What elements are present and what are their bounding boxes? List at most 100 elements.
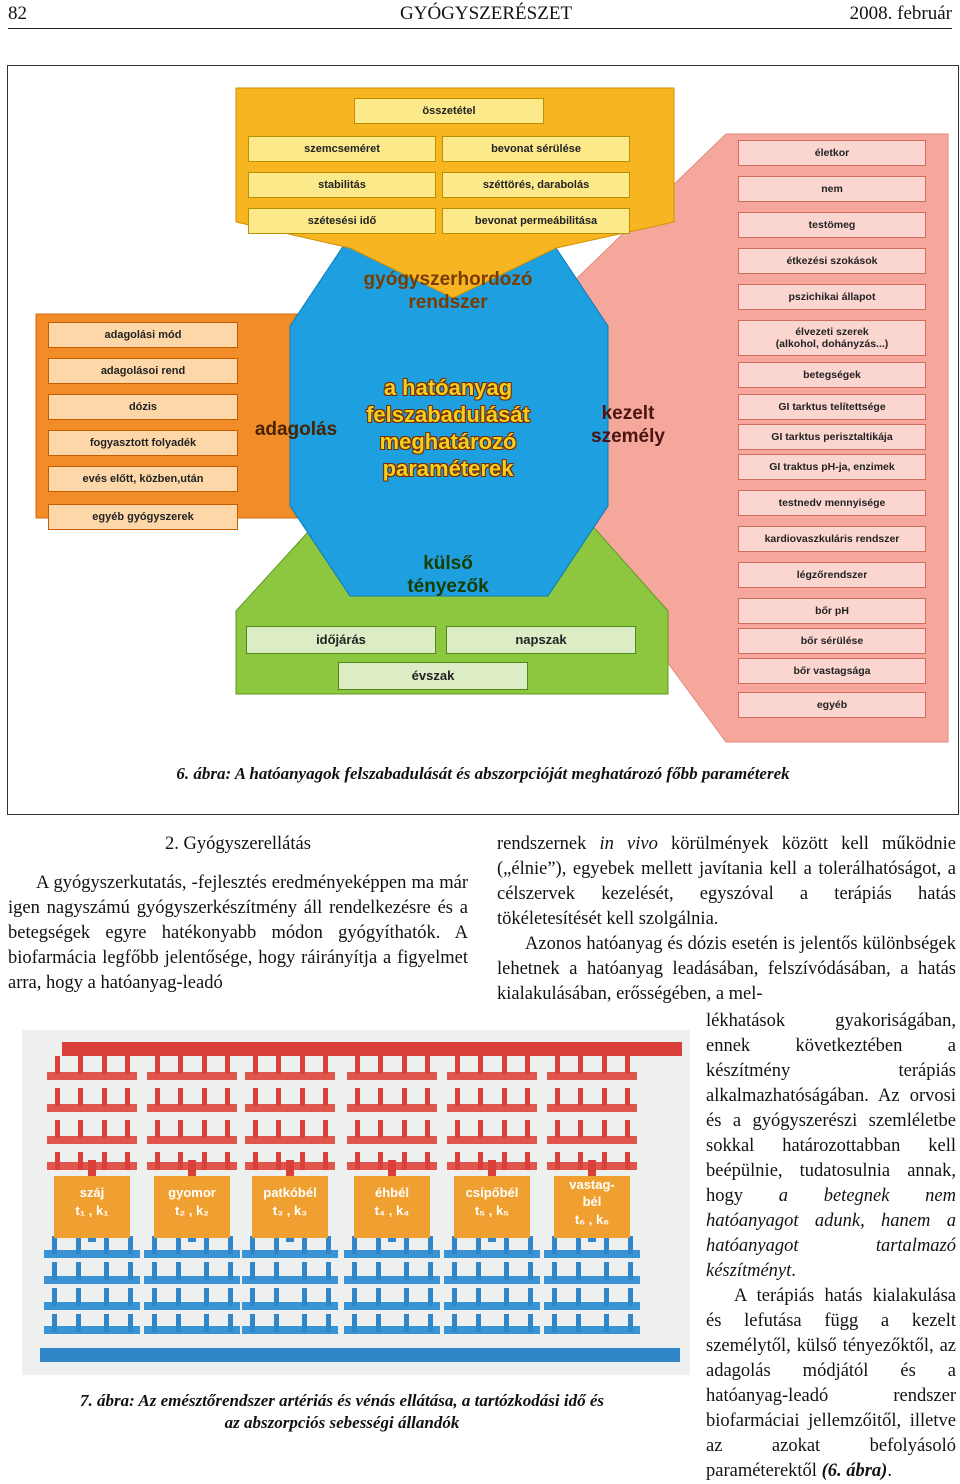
artery-drop xyxy=(588,1160,596,1176)
venous-tree xyxy=(40,1230,680,1362)
vein-twig xyxy=(104,1262,109,1280)
center-line-2: felszabadulását xyxy=(366,402,530,427)
vein-branch xyxy=(344,1302,440,1310)
label-szemely: személy xyxy=(591,426,665,447)
artery-twig xyxy=(425,1152,430,1170)
artery-twig xyxy=(276,1120,281,1138)
artery-branch xyxy=(147,1072,237,1080)
vein-twig xyxy=(152,1314,157,1332)
vein-twig xyxy=(476,1262,481,1280)
artery-twig xyxy=(502,1152,507,1170)
vein-branch xyxy=(242,1250,338,1258)
vein-twig xyxy=(326,1314,331,1332)
r3-text-b: . xyxy=(791,1261,796,1281)
artery-branch xyxy=(547,1104,637,1112)
box-right-item: betegségek xyxy=(738,362,926,388)
artery-twig xyxy=(55,1120,60,1138)
vein-branch xyxy=(444,1326,540,1334)
vein-branch xyxy=(144,1326,240,1334)
vein-twig xyxy=(204,1236,209,1254)
vein-twig xyxy=(504,1236,509,1254)
vein-twig xyxy=(604,1314,609,1332)
box-right-item: élvezeti szerek (alkohol, dohányzás...) xyxy=(738,320,926,356)
artery-twig xyxy=(155,1056,160,1074)
artery-drop xyxy=(388,1160,396,1176)
vein-twig xyxy=(128,1262,133,1280)
vein-twig xyxy=(104,1314,109,1332)
vein-twig xyxy=(404,1236,409,1254)
artery-twig xyxy=(202,1120,207,1138)
artery-twig xyxy=(378,1056,383,1074)
artery-twig xyxy=(578,1088,583,1106)
vein-branch xyxy=(242,1276,338,1284)
figure-6: összetétel szemcseméret bevonat sérülése… xyxy=(7,65,959,815)
r1-text-b: körülmények között kell működnie („élnie… xyxy=(497,834,956,929)
artery-twig xyxy=(300,1056,305,1074)
vein-twig xyxy=(404,1288,409,1306)
box-szemcsemeret: szemcseméret xyxy=(248,136,436,162)
organ-box xyxy=(154,1176,230,1238)
artery-twig xyxy=(355,1088,360,1106)
artery-twig xyxy=(402,1088,407,1106)
box-right-item: kardiovaszkuláris rendszer xyxy=(738,526,926,552)
artery-twig xyxy=(525,1152,530,1170)
label-gyogyszerhordozo-2: rendszer xyxy=(408,292,488,313)
artery-twig xyxy=(202,1056,207,1074)
artery-twig xyxy=(78,1120,83,1138)
r1-text-a: rendszernek xyxy=(497,834,600,854)
artery-branch xyxy=(47,1072,137,1080)
box-osszetetel: összetétel xyxy=(354,98,544,124)
vein-main xyxy=(40,1348,680,1362)
artery-twig xyxy=(402,1056,407,1074)
artery-twig xyxy=(455,1088,460,1106)
figure-7-caption-2: az abszorpciós sebességi állandók xyxy=(224,1413,460,1432)
box-right-item: bőr pH xyxy=(738,598,926,624)
artery-twig xyxy=(525,1056,530,1074)
artery-twig xyxy=(78,1152,83,1170)
box-right-item: légzőrendszer xyxy=(738,562,926,588)
vein-twig xyxy=(476,1236,481,1254)
vein-twig xyxy=(152,1262,157,1280)
artery-twig xyxy=(425,1056,430,1074)
artery-twig xyxy=(155,1088,160,1106)
vein-branch xyxy=(344,1276,440,1284)
vein-twig xyxy=(176,1314,181,1332)
label-kulso: külső xyxy=(423,553,473,574)
box-right-item: bőr vastagsága xyxy=(738,658,926,684)
label-kezelt-szemely: kezelt személy xyxy=(588,402,668,448)
artery-branch xyxy=(245,1104,335,1112)
vein-twig xyxy=(76,1262,81,1280)
box-right-item: életkor xyxy=(738,140,926,166)
vein-branch xyxy=(44,1302,140,1310)
artery-twig xyxy=(276,1088,281,1106)
organ-name: vastag- bél xyxy=(569,1177,615,1209)
r1-italic: in vivo xyxy=(599,834,658,854)
vein-twig xyxy=(152,1288,157,1306)
artery-branch xyxy=(147,1136,237,1144)
vein-twig xyxy=(604,1236,609,1254)
vein-branch xyxy=(544,1326,640,1334)
vein-twig xyxy=(476,1314,481,1332)
organ-param: t₃ , k₃ xyxy=(272,1203,308,1218)
vein-twig xyxy=(176,1236,181,1254)
label-kulso-tenyezok: külső tényezők xyxy=(388,552,508,598)
artery-twig xyxy=(502,1056,507,1074)
vein-twig xyxy=(352,1262,357,1280)
vein-branch xyxy=(242,1302,338,1310)
artery-twig xyxy=(202,1152,207,1170)
vein-twig xyxy=(428,1236,433,1254)
vein-twig xyxy=(452,1314,457,1332)
vein-twig xyxy=(76,1236,81,1254)
vein-twig xyxy=(428,1314,433,1332)
vein-twig xyxy=(326,1288,331,1306)
artery-twig xyxy=(578,1120,583,1138)
vein-twig xyxy=(274,1262,279,1280)
vein-branch xyxy=(144,1276,240,1284)
vein-twig xyxy=(250,1314,255,1332)
artery-twig xyxy=(355,1152,360,1170)
artery-twig xyxy=(455,1152,460,1170)
vein-branch xyxy=(444,1276,540,1284)
organ-box xyxy=(252,1176,328,1238)
artery-twig xyxy=(578,1056,583,1074)
